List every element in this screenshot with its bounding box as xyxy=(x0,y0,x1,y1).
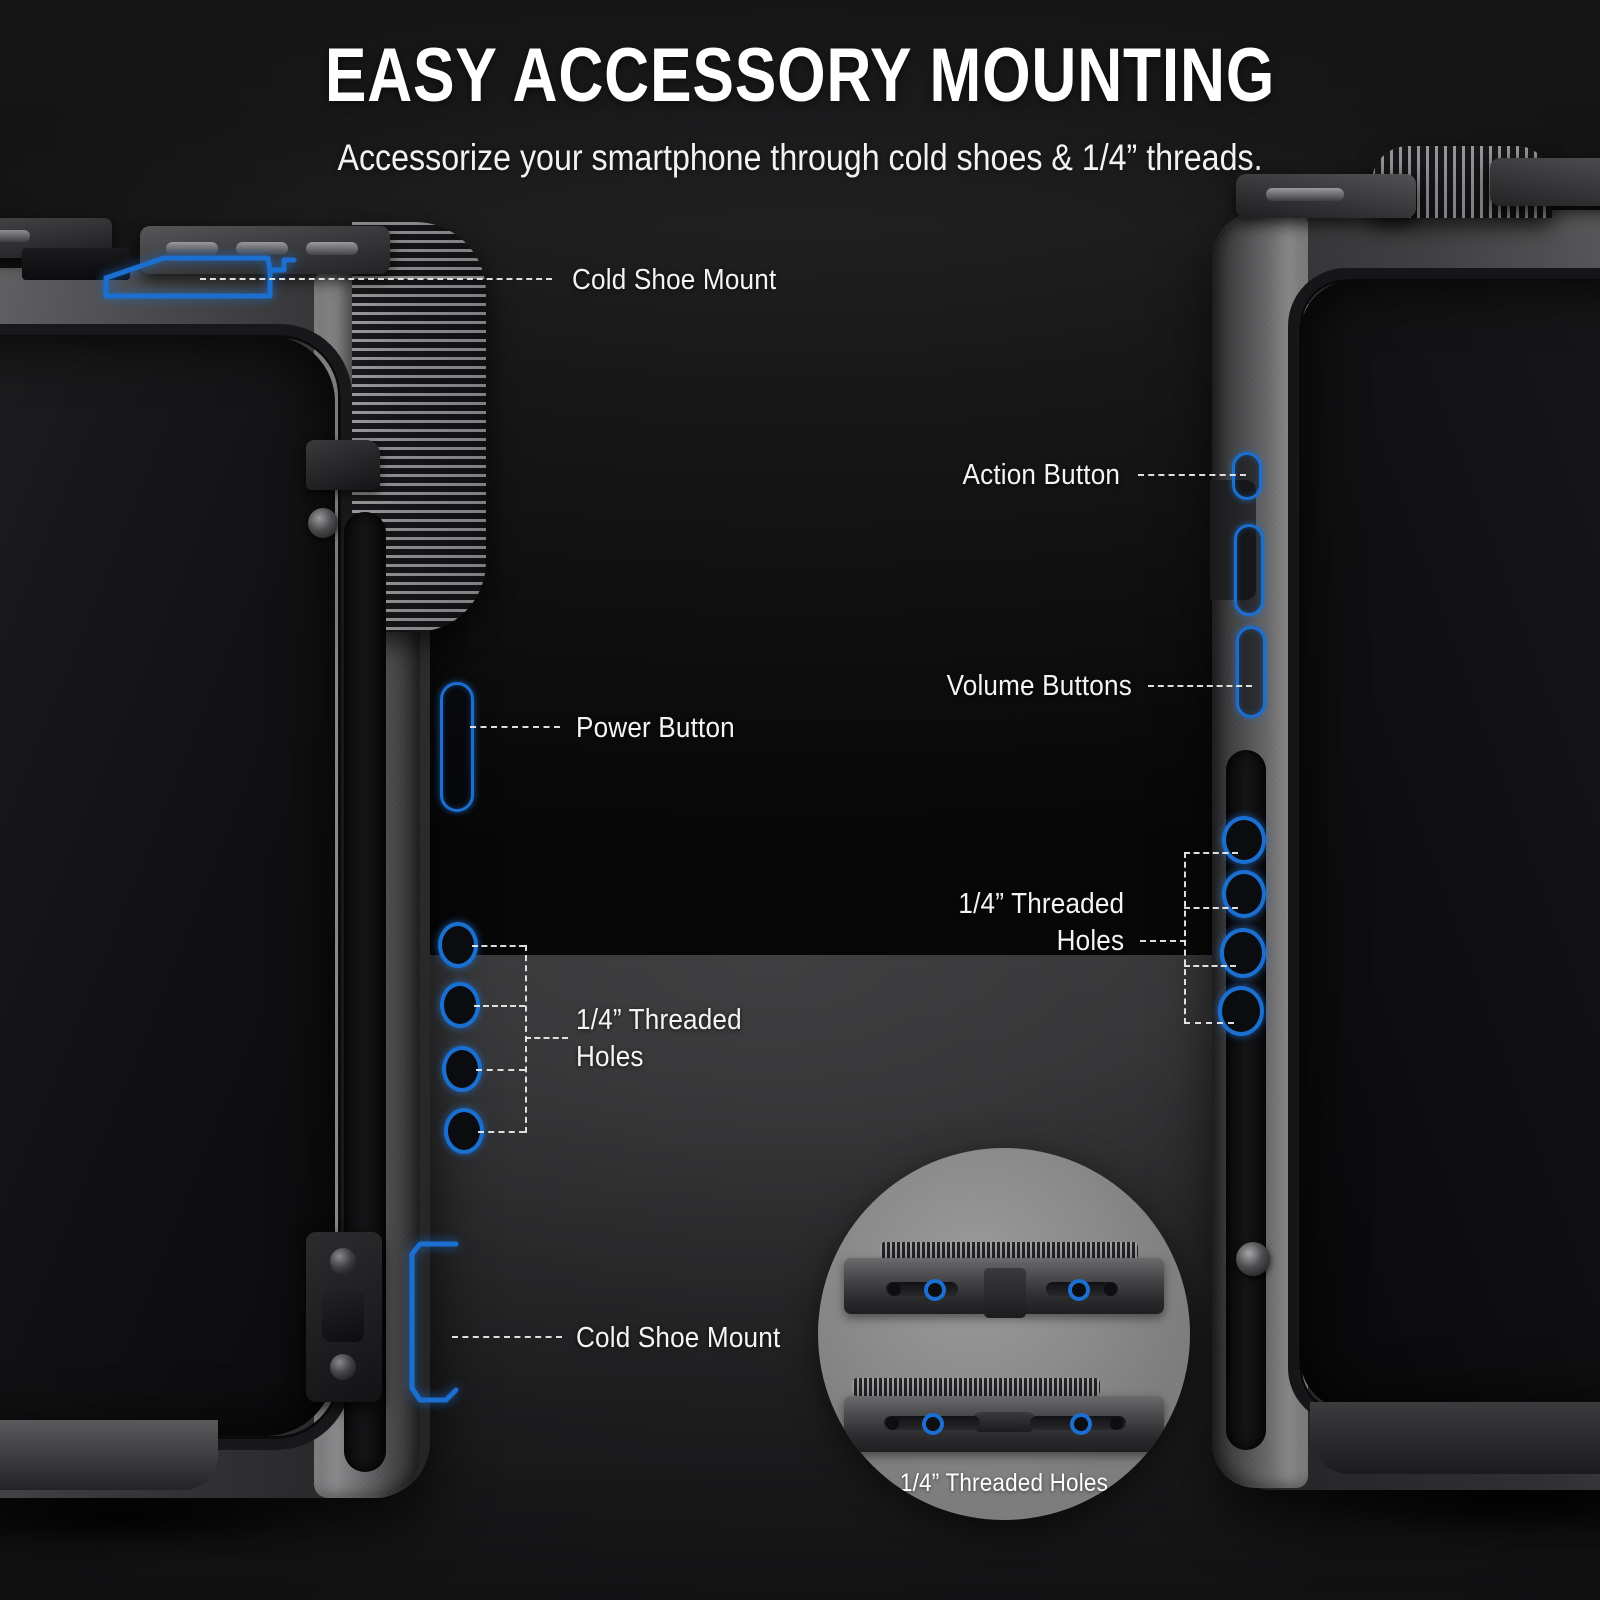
label-volume-buttons: Volume Buttons xyxy=(946,670,1132,702)
leader-threaded-right-h3 xyxy=(1184,965,1236,967)
leader-threaded-left-stem xyxy=(525,1037,568,1039)
left-phone-screen xyxy=(0,336,335,1436)
inset-hole-bottom-left xyxy=(886,1417,899,1430)
threaded-hole-right-2[interactable] xyxy=(1222,870,1266,918)
label-threaded-holes-left: 1/4” Threaded Holes xyxy=(576,1004,742,1073)
leader-cold-shoe-bottom xyxy=(452,1336,562,1338)
label-cold-shoe-mount-bottom: Cold Shoe Mount xyxy=(576,1322,781,1354)
screw-right-lower xyxy=(1236,1242,1270,1276)
left-phone-cage xyxy=(0,212,550,1562)
threaded-hole-right-4[interactable] xyxy=(1218,986,1264,1036)
screw-left-upper xyxy=(308,508,338,538)
threaded-hole-inset-bottom-left[interactable] xyxy=(922,1413,944,1435)
label-threaded-holes-right: 1/4” Threaded Holes xyxy=(958,888,1124,957)
leader-threaded-right-h2 xyxy=(1184,907,1238,909)
action-button-highlight[interactable] xyxy=(1232,452,1262,500)
threaded-hole-right-1[interactable] xyxy=(1222,816,1266,864)
label-cold-shoe-mount-top: Cold Shoe Mount xyxy=(572,264,777,296)
leader-threaded-right-spine xyxy=(1184,852,1186,1024)
leader-action-button xyxy=(1138,474,1246,476)
inset-caption: 1/4” Threaded Holes xyxy=(899,1469,1109,1497)
leader-power-button xyxy=(470,726,560,728)
volume-button-highlight-down[interactable] xyxy=(1236,626,1266,718)
leader-threaded-right-stem xyxy=(1140,940,1186,942)
page-title: EASY ACCESSORY MOUNTING xyxy=(324,33,1276,118)
cold-shoe-highlight-bottom-left xyxy=(409,1241,459,1403)
right-phone-screen xyxy=(1300,280,1600,1410)
inset-knurled-ring-bottom xyxy=(852,1378,1100,1396)
power-button-highlight[interactable] xyxy=(440,682,474,812)
leader-threaded-right-h4 xyxy=(1184,1022,1234,1024)
label-power-button: Power Button xyxy=(576,712,735,744)
leader-volume-buttons xyxy=(1148,685,1252,687)
leader-threaded-left-h1 xyxy=(472,945,525,947)
leader-threaded-right-h1 xyxy=(1184,852,1238,854)
volume-button-highlight-up[interactable] xyxy=(1234,524,1264,616)
threaded-hole-inset-top-left[interactable] xyxy=(924,1279,946,1301)
cold-shoe-plate-b-left xyxy=(140,226,390,274)
inset-center-block-bottom xyxy=(972,1412,1036,1432)
detail-inset-circle: 1/4” Threaded Holes xyxy=(818,1148,1190,1520)
page-subtitle: Accessorize your smartphone through cold… xyxy=(337,137,1263,178)
leader-threaded-left-h3 xyxy=(476,1069,525,1071)
right-cage-foot xyxy=(1310,1402,1600,1474)
right-threaded-hole-channel xyxy=(1226,750,1266,1450)
inset-hole-bottom-right xyxy=(1110,1417,1123,1430)
label-action-button: Action Button xyxy=(962,459,1120,491)
leader-threaded-left-h4 xyxy=(478,1131,525,1133)
leader-cold-shoe-top xyxy=(200,278,552,280)
threaded-hole-inset-top-right[interactable] xyxy=(1068,1279,1090,1301)
threaded-hole-inset-bottom-right[interactable] xyxy=(1070,1413,1092,1435)
hinge-lever-left xyxy=(306,440,380,490)
leader-threaded-left-spine xyxy=(525,945,527,1133)
inset-hole-top-right xyxy=(1104,1283,1117,1296)
cold-shoe-highlight-top-left xyxy=(103,255,297,299)
cold-shoe-plate-b-right xyxy=(1490,158,1600,206)
right-phone-cage xyxy=(1190,146,1600,1550)
threaded-hole-right-3[interactable] xyxy=(1220,928,1266,978)
left-cage-foot xyxy=(0,1420,218,1490)
inset-knurled-ring-top xyxy=(880,1242,1138,1260)
bottom-cold-shoe-left xyxy=(306,1232,382,1402)
inset-hole-top-left xyxy=(888,1283,901,1296)
leader-threaded-left-h2 xyxy=(474,1005,525,1007)
cold-shoe-plate-a-right xyxy=(1236,174,1416,218)
inset-center-block-top xyxy=(984,1268,1026,1318)
